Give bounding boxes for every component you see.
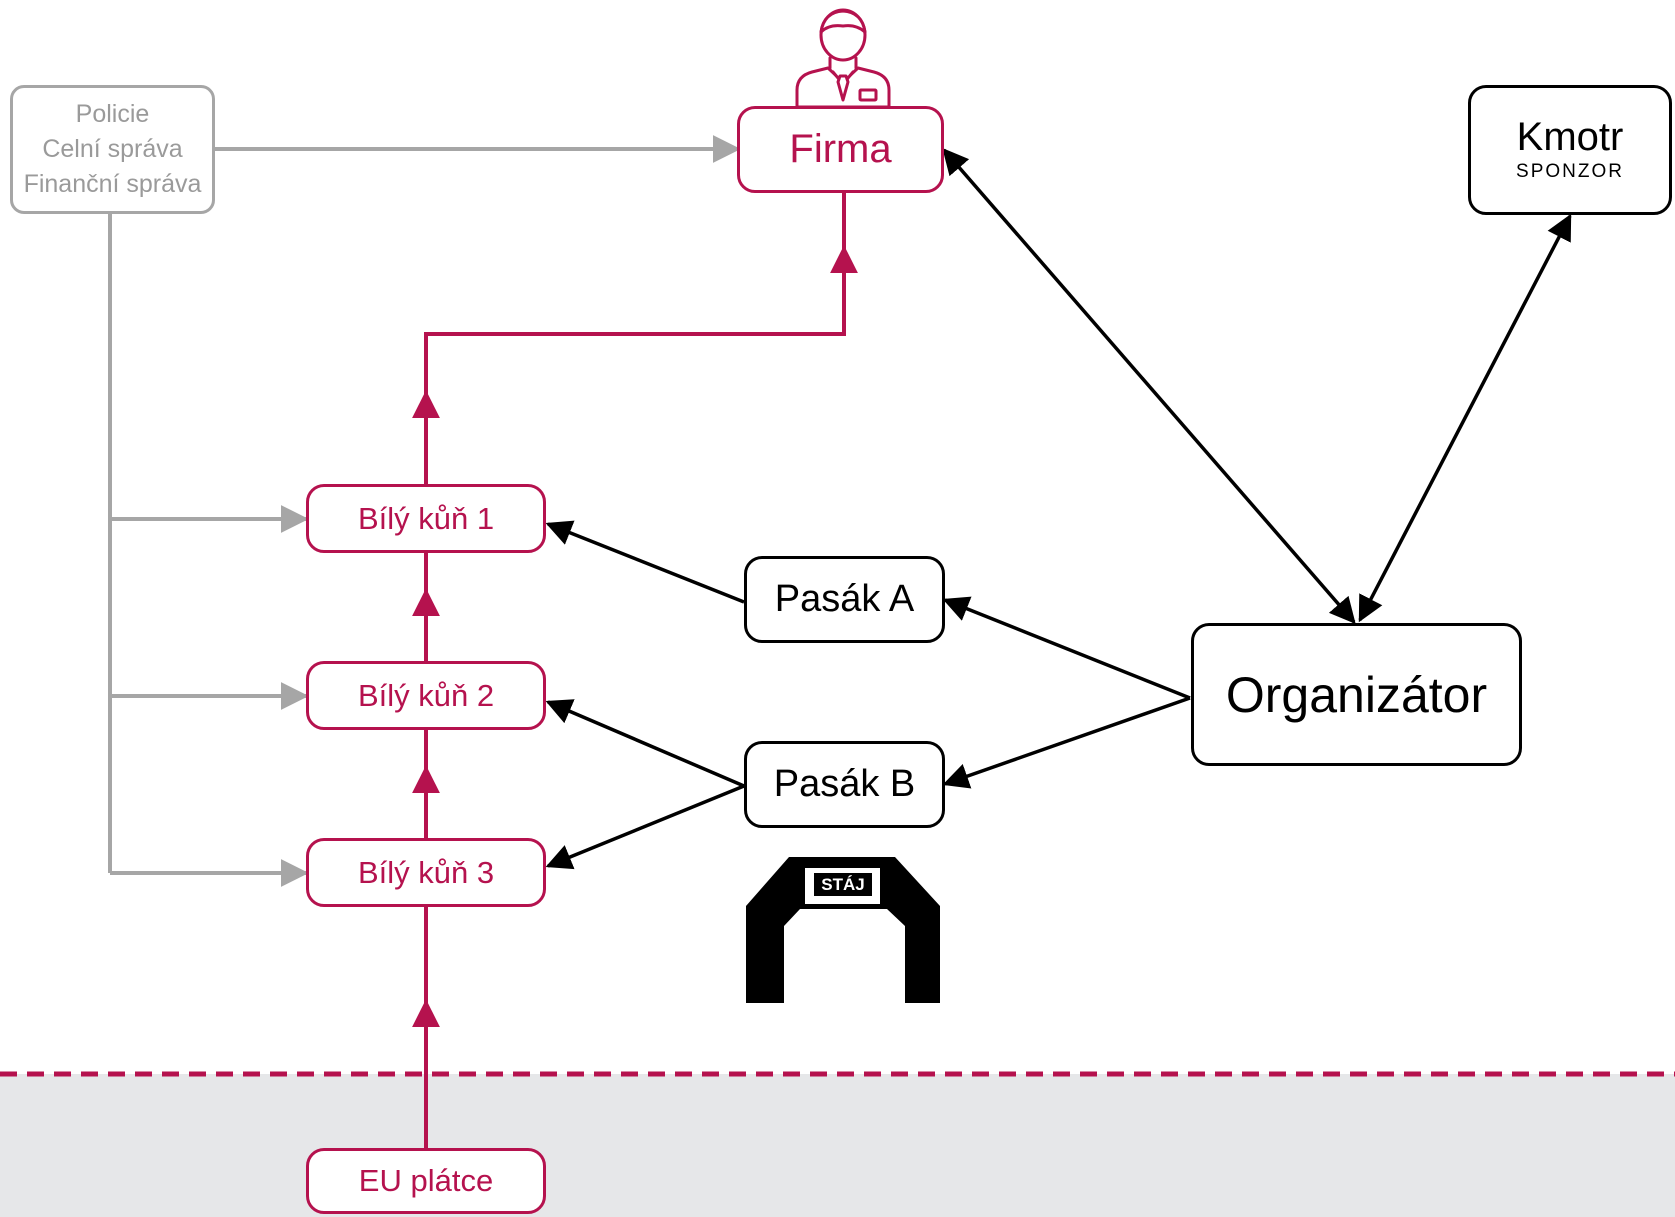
arrow-pasak-a-to-bily-kun-1 <box>545 520 745 604</box>
eu-zone-background <box>0 1074 1675 1217</box>
pasak-b-box: Pasák B <box>744 741 945 828</box>
firma-box: Firma <box>737 106 944 193</box>
bily-kun-1-box: Bílý kůň 1 <box>306 484 546 553</box>
organizator-box: Organizátor <box>1191 623 1522 766</box>
eu-platce-label: EU plátce <box>358 1163 494 1198</box>
staj-label: STÁJ <box>821 875 864 894</box>
firma-label: Firma <box>789 127 892 171</box>
bily-kun-2-box: Bílý kůň 2 <box>306 661 546 730</box>
arrow-organizator-to-pasak-b <box>942 696 1191 789</box>
bily-kun-1-label: Bílý kůň 1 <box>357 500 495 536</box>
bily-kun-2-label: Bílý kůň 2 <box>357 677 495 713</box>
pasak-a-label: Pasák A <box>774 578 915 620</box>
pasak-b-label: Pasák B <box>773 763 916 805</box>
businessman-icon <box>795 8 891 109</box>
authority-customs-label: Celní správa <box>42 135 183 163</box>
bily-kun-3-label: Bílý kůň 3 <box>357 854 495 890</box>
arrow-firma-organizator <box>942 148 1356 624</box>
authority-financial-label: Finanční správa <box>23 170 202 198</box>
arrow-pasak-b-to-bily-kun-3 <box>545 784 745 870</box>
kmotr-sublabel: SPONZOR <box>1516 161 1624 182</box>
authority-police-label: Policie <box>75 100 150 128</box>
arrow-kmotr-organizator <box>1358 213 1572 623</box>
stable-gate-icon <box>746 857 940 1003</box>
line-bily-kun-1-to-firma <box>424 280 846 393</box>
arrow-pasak-b-to-bily-kun-2 <box>545 699 745 788</box>
bily-kun-3-box: Bílý kůň 3 <box>306 838 546 907</box>
organizator-label: Organizátor <box>1225 666 1488 723</box>
kmotr-box: Kmotr SPONZOR <box>1468 85 1672 215</box>
eu-platce-box: EU plátce <box>306 1148 546 1214</box>
authorities-box: Policie Celní správa Finanční správa <box>10 85 215 214</box>
arrow-organizator-to-pasak-a <box>942 596 1191 700</box>
kmotr-label: Kmotr <box>1516 115 1624 159</box>
pasak-a-box: Pasák A <box>744 556 945 643</box>
